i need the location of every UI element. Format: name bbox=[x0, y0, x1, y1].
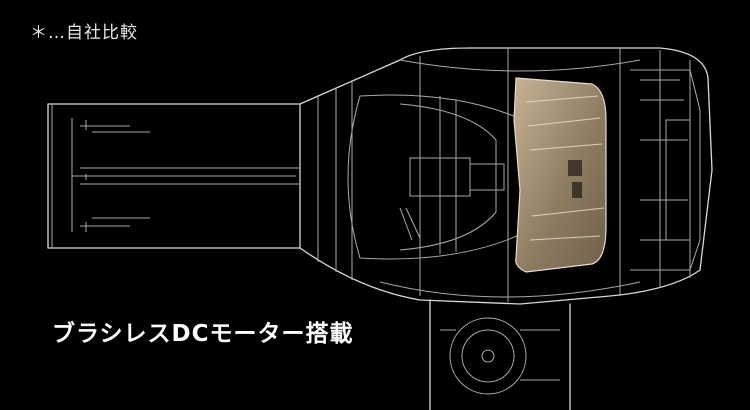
nozzle-outline bbox=[47, 103, 301, 249]
footnote-text: ＊…自社比較 bbox=[30, 23, 138, 43]
brushless-motor-icon bbox=[513, 77, 607, 273]
rear-filter-outline bbox=[630, 69, 701, 271]
handle-outline bbox=[429, 299, 571, 410]
body-outline bbox=[299, 47, 713, 305]
feature-headline: ブラシレスDCモーター搭載 bbox=[52, 321, 354, 347]
